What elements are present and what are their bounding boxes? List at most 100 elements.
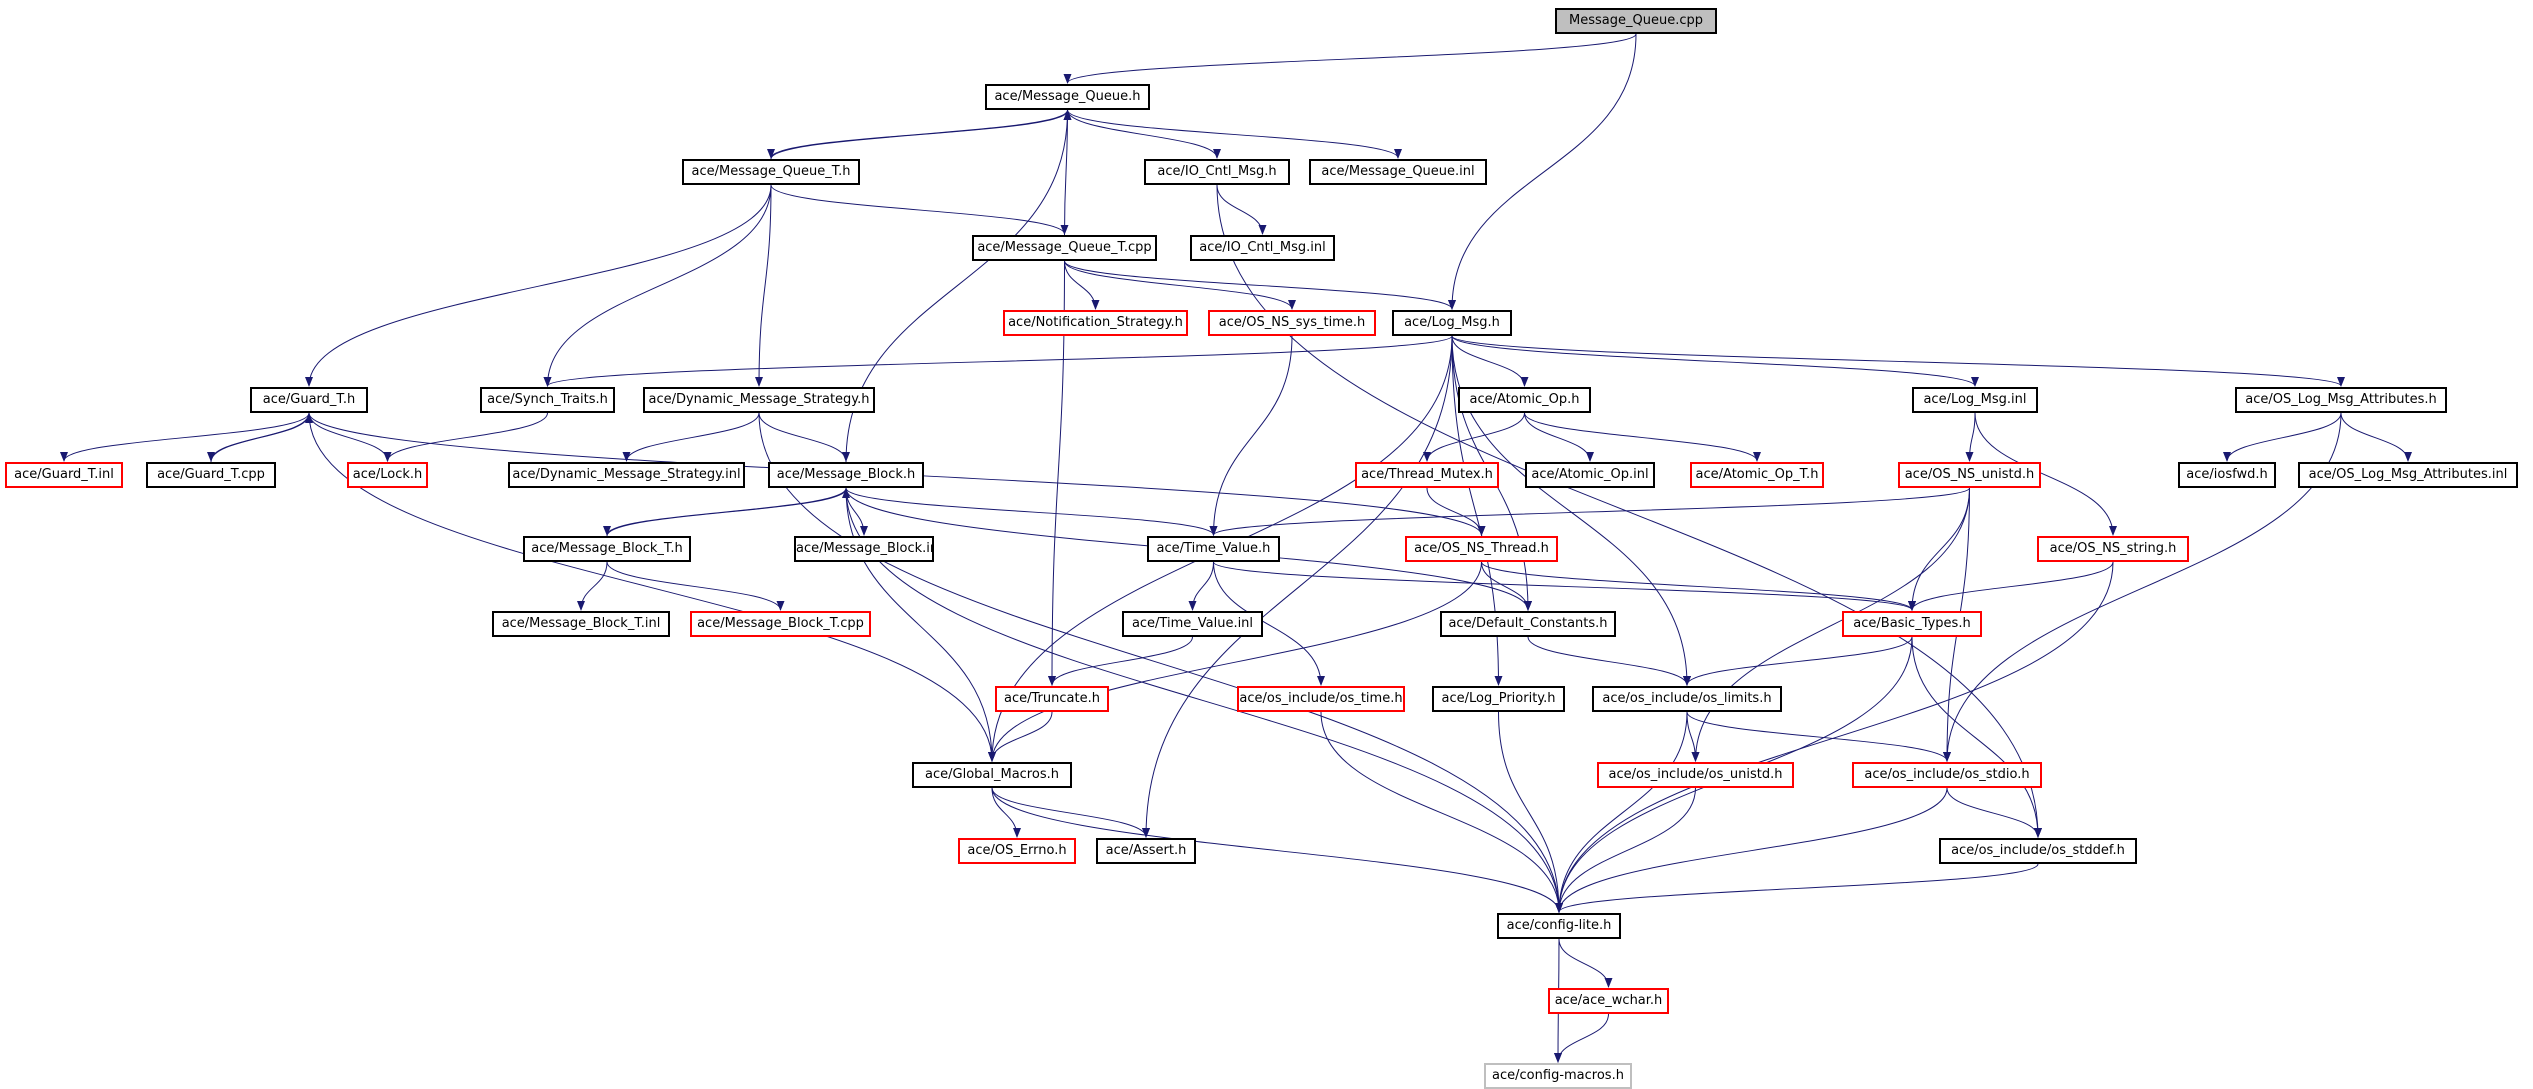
node-oslimits-h[interactable]: ace/os_include/os_limits.h	[1592, 686, 1782, 712]
edge-osstdio-h-to-osstddef-h	[1946, 787, 2042, 838]
node-iocntl-h[interactable]: ace/IO_Cntl_Msg.h	[1144, 159, 1290, 185]
node-timevalue-inl[interactable]: ace/Time_Value.inl	[1122, 611, 1263, 637]
node-guardt-cpp[interactable]: ace/Guard_T.cpp	[146, 462, 276, 488]
edge-mq-h-to-mq-inl	[1067, 109, 1402, 159]
node-defconst-h[interactable]: ace/Default_Constants.h	[1440, 611, 1616, 637]
node-atomic-h[interactable]: ace/Atomic_Op.h	[1458, 387, 1591, 413]
edge-osnsthread-h-to-basictypes-h	[1481, 561, 1916, 611]
node-dms-inl[interactable]: ace/Dynamic_Message_Strategy.inl	[508, 462, 745, 488]
edge-atomic-h-to-atomict-h	[1524, 412, 1761, 462]
edge-mq-h-to-iocntl-h	[1067, 109, 1221, 159]
node-mbt-h[interactable]: ace/Message_Block_T.h	[523, 536, 691, 562]
edge-osnsunistd-h-to-timevalue-h	[1209, 487, 1970, 536]
node-guardt-inl[interactable]: ace/Guard_T.inl	[5, 462, 123, 488]
edge-basictypes-h-to-oslimits-h	[1683, 636, 1913, 686]
node-globalmacros-h[interactable]: ace/Global_Macros.h	[912, 762, 1072, 788]
node-osunistd-h[interactable]: ace/os_include/os_unistd.h	[1597, 762, 1794, 788]
node-mb-h[interactable]: ace/Message_Block.h	[768, 462, 924, 488]
node-atomict-h[interactable]: ace/Atomic_Op_T.h	[1690, 462, 1824, 488]
node-mb-inl[interactable]: ace/Message_Block.inl	[794, 536, 934, 562]
edge-osnsthread-h-to-defconst-h	[1481, 561, 1532, 611]
node-osstdio-h[interactable]: ace/os_include/os_stdio.h	[1852, 762, 2042, 788]
edge-timevalue-h-to-timevalue-inl	[1188, 561, 1214, 611]
node-configlite-h[interactable]: ace/config-lite.h	[1497, 913, 1621, 939]
node-osstddef-h[interactable]: ace/os_include/os_stddef.h	[1939, 838, 2137, 864]
node-lock-h[interactable]: ace/Lock.h	[347, 462, 428, 488]
edge-mqt-cpp-to-notif-h	[1064, 260, 1100, 310]
node-logprio-h[interactable]: ace/Log_Priority.h	[1432, 686, 1565, 712]
node-notif-h[interactable]: ace/Notification_Strategy.h	[1003, 310, 1188, 336]
edge-configlite-h-to-acewchar-h	[1558, 938, 1613, 988]
edge-logmsg-h-to-oslogattr-h	[1451, 335, 2345, 387]
node-timevalue-h[interactable]: ace/Time_Value.h	[1147, 536, 1280, 562]
edge-osnsstring-h-to-basictypes-h	[1908, 561, 2114, 611]
edge-oslogattr-h-to-oslogattr-inl	[2340, 412, 2412, 462]
edge-mqt-cpp-to-truncate-h	[1048, 260, 1065, 686]
node-iocntl-inl[interactable]: ace/IO_Cntl_Msg.inl	[1190, 235, 1335, 261]
node-iosfwd-h[interactable]: ace/iosfwd.h	[2178, 462, 2276, 488]
edge-mqt-h-to-mqt-cpp	[770, 184, 1069, 235]
node-dms-h[interactable]: ace/Dynamic_Message_Strategy.h	[643, 387, 875, 413]
edge-timevalue-inl-to-truncate-h	[1048, 636, 1193, 686]
edge-logmsg-h-to-atomic-h	[1451, 335, 1529, 387]
node-truncate-h[interactable]: ace/Truncate.h	[995, 686, 1109, 712]
edge-globalmacros-h-to-oserrno-h	[991, 787, 1021, 838]
edge-mbt-h-to-mbt-inl	[577, 561, 608, 611]
edge-mqt-h-to-guardt-h	[305, 184, 772, 387]
node-oslogattr-inl[interactable]: ace/OS_Log_Msg_Attributes.inl	[2298, 462, 2518, 488]
node-mqt-cpp[interactable]: ace/Message_Queue_T.cpp	[972, 235, 1157, 261]
node-acewchar-h[interactable]: ace/ace_wchar.h	[1548, 988, 1669, 1014]
edge-timevalue-h-to-ostime-h	[1213, 561, 1325, 686]
node-osnsthread-h[interactable]: ace/OS_NS_Thread.h	[1405, 536, 1558, 562]
edge-oslogattr-h-to-iosfwd-h	[2223, 412, 2342, 462]
edge-osstdio-h-to-configlite-h	[1555, 787, 1948, 913]
node-assert-h[interactable]: ace/Assert.h	[1096, 838, 1196, 864]
edge-logmsg-inl-to-osnsunistd-h	[1965, 412, 1976, 462]
node-ostime-h[interactable]: ace/os_include/os_time.h	[1237, 686, 1405, 712]
edge-osnsstring-h-to-configlite-h	[1555, 561, 2114, 913]
edge-guardt-cpp-to-guardt-h	[210, 413, 313, 463]
edge-oslimits-h-to-configlite-h	[1555, 711, 1688, 913]
node-mbt-cpp[interactable]: ace/Message_Block_T.cpp	[690, 611, 871, 637]
node-configmacros-h[interactable]: ace/config-macros.h	[1484, 1063, 1632, 1089]
node-osnsstring-h[interactable]: ace/OS_NS_string.h	[2037, 536, 2189, 562]
edge-threadmutex-h-to-osnsthread-h	[1426, 487, 1486, 536]
edge-mq-cpp-to-mq-h	[1063, 33, 1637, 84]
node-logmsg-h[interactable]: ace/Log_Msg.h	[1392, 310, 1512, 336]
node-threadmutex-h[interactable]: ace/Thread_Mutex.h	[1355, 462, 1499, 488]
edge-mbt-h-to-mb-h	[606, 488, 850, 537]
node-mq-inl[interactable]: ace/Message_Queue.inl	[1309, 159, 1487, 185]
node-mqt-h[interactable]: ace/Message_Queue_T.h	[682, 159, 860, 185]
edge-ostime-h-to-configlite-h	[1320, 711, 1563, 913]
edge-mq-cpp-to-logmsg-h	[1448, 33, 1637, 310]
edge-guardt-h-to-guardt-inl	[60, 412, 310, 462]
node-logmsg-inl[interactable]: ace/Log_Msg.inl	[1912, 387, 2038, 413]
node-basictypes-h[interactable]: ace/Basic_Types.h	[1842, 611, 1982, 637]
edge-logmsg-h-to-logmsg-inl	[1451, 335, 1979, 387]
node-mq-cpp[interactable]: Message_Queue.cpp	[1555, 8, 1717, 34]
edge-mb-h-to-timevalue-h	[845, 487, 1218, 536]
node-atomic-inl[interactable]: ace/Atomic_Op.inl	[1525, 462, 1655, 488]
edge-dms-h-to-dms-inl	[622, 412, 760, 462]
node-mbt-inl[interactable]: ace/Message_Block_T.inl	[492, 611, 670, 637]
node-guardt-h[interactable]: ace/Guard_T.h	[250, 387, 368, 413]
node-oslogattr-h[interactable]: ace/OS_Log_Msg_Attributes.h	[2235, 387, 2447, 413]
edge-globalmacros-h-to-configlite-h	[991, 787, 1563, 913]
edge-mbt-h-to-mbt-cpp	[606, 561, 785, 611]
edge-globalmacros-h-to-assert-h	[991, 787, 1150, 838]
node-osnsunistd-h[interactable]: ace/OS_NS_unistd.h	[1898, 462, 2041, 488]
node-synch-h[interactable]: ace/Synch_Traits.h	[480, 387, 615, 413]
edge-atomic-h-to-threadmutex-h	[1423, 412, 1525, 462]
edge-atomic-h-to-atomic-inl	[1524, 412, 1594, 462]
edge-iocntl-h-to-iocntl-inl	[1216, 184, 1267, 235]
node-oserrno-h[interactable]: ace/OS_Errno.h	[958, 838, 1076, 864]
edge-dms-h-to-configlite-h	[758, 412, 1563, 913]
node-osnssys-h[interactable]: ace/OS_NS_sys_time.h	[1208, 310, 1376, 336]
node-mq-h[interactable]: ace/Message_Queue.h	[985, 84, 1150, 110]
edge-logmsg-h-to-synch-h	[543, 335, 1453, 387]
edge-mqt-h-to-dms-h	[755, 184, 772, 387]
edge-mqt-cpp-to-osnssys-h	[1064, 260, 1296, 310]
edge-mqt-cpp-to-logmsg-h	[1064, 260, 1456, 310]
edge-logmsg-inl-to-osnsstring-h	[1974, 412, 2117, 536]
